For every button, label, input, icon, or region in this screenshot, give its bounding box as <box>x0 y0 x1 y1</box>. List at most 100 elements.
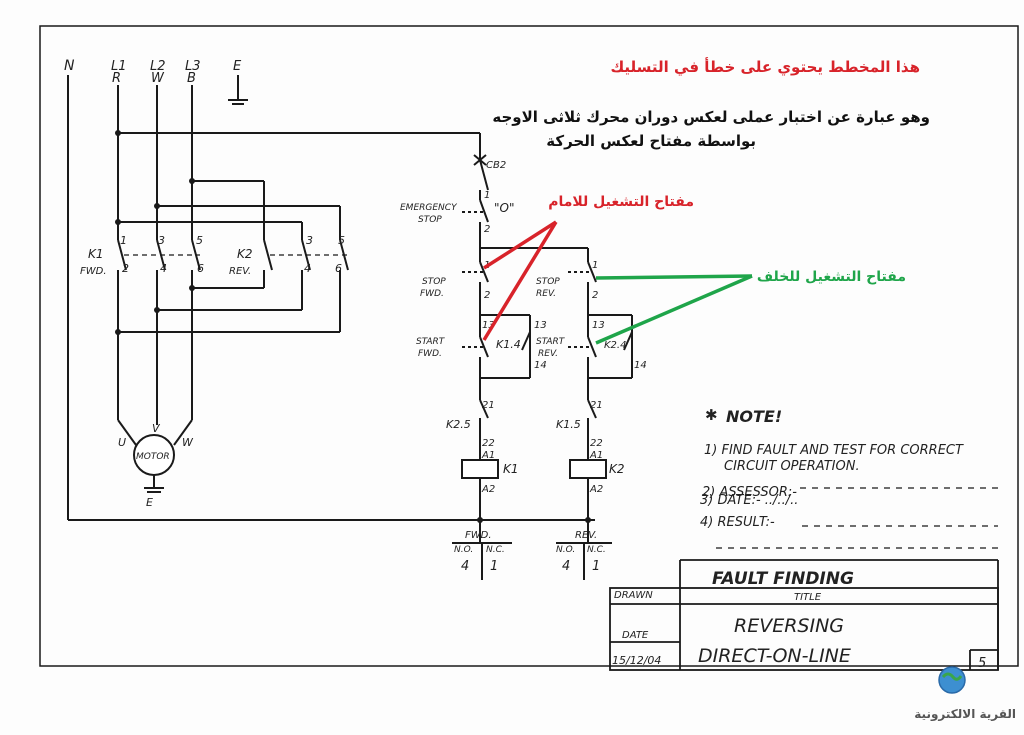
n-label: N <box>64 58 75 74</box>
date-value: 15/12/04 <box>612 654 661 667</box>
k2-5-label: K2.5 <box>446 418 471 431</box>
stop-rev-label-1: STOP <box>536 277 560 287</box>
stop-rev-term-2: 2 <box>592 290 598 301</box>
description-line-1: وهو عبارة عن اختبار عملى لعكس دوران محرك… <box>492 108 930 126</box>
warning-text: هذا المخطط يحتوي على خطأ في التسليك <box>610 57 920 77</box>
aux-rev-nc-header: N.C. <box>587 545 606 555</box>
coil-k1-a1: A1 <box>481 450 495 461</box>
note-item-1-line-2: CIRCUIT OPERATION. <box>724 459 860 474</box>
globe-logo-icon <box>938 666 966 694</box>
coil-k1 <box>461 459 499 479</box>
motor-v-label: V <box>152 422 161 435</box>
l2-label: L2 <box>150 59 166 74</box>
note-blank-lines <box>716 487 998 549</box>
k2-label: K2 <box>237 247 253 261</box>
k1-4-term-14: 14 <box>534 360 547 371</box>
date-label: DATE <box>622 630 649 641</box>
logo-text: القرية الالكترونية <box>914 707 1016 722</box>
l1-label: L1 <box>111 59 127 74</box>
emergency-stop-label-1: EMERGENCY <box>400 203 458 213</box>
coil-k1-a2: A2 <box>481 484 495 495</box>
k1-terminal-6: 6 <box>197 262 204 275</box>
forward-switch-label: مفتاح التشغيل للامام <box>548 194 694 210</box>
l1-sub-label: R <box>112 71 121 86</box>
stop-fwd-label-1: STOP <box>422 277 446 287</box>
k2-5-term-22: 22 <box>482 438 495 449</box>
estop-term-1: 1 <box>484 190 490 201</box>
k1-terminal-2: 2 <box>122 262 129 275</box>
k2-terminal-3: 3 <box>306 234 313 247</box>
note-title: NOTE! <box>726 407 782 426</box>
stop-rev-label-2: REV. <box>536 289 556 299</box>
k2-4-label: K2.4 <box>604 340 626 351</box>
k2-4-term-14: 14 <box>634 360 647 371</box>
stop-rev-term-1: 1 <box>592 260 598 271</box>
junction-dots <box>115 130 591 523</box>
aux-fwd-nc-header: N.C. <box>486 545 505 555</box>
motor-label: MOTOR <box>136 452 170 462</box>
l2-sub-label: W <box>151 71 165 86</box>
l3-label: L3 <box>185 59 201 74</box>
aux-fwd-label: FWD. <box>465 530 492 541</box>
control-circuit <box>452 154 633 580</box>
cb2-label: CB2 <box>486 160 506 171</box>
k1-5-term-21: 21 <box>590 400 603 411</box>
coil-k2-label: K2 <box>609 462 625 476</box>
l3-sub-label: B <box>187 71 196 86</box>
aux-fwd-no-value: 4 <box>461 559 469 574</box>
stop-fwd-term-2: 2 <box>484 290 490 301</box>
note-item-4: 4) RESULT:- <box>700 515 775 530</box>
earth-label: E <box>233 59 242 74</box>
start-rev-label-2: REV. <box>538 349 558 359</box>
aux-rev-no-value: 4 <box>562 559 570 574</box>
coil-k2-a2: A2 <box>589 484 603 495</box>
k1-label: K1 <box>88 247 104 261</box>
fault-finding-banner: FAULT FINDING <box>712 569 854 589</box>
motor-u-label: U <box>118 436 126 449</box>
motor-symbol <box>133 434 175 476</box>
motor-earth-label: E <box>146 496 153 509</box>
estop-term-2: 2 <box>484 224 490 235</box>
k1-fwd-label: FWD. <box>80 266 107 277</box>
emergency-o-label: "O" <box>494 201 514 215</box>
start-rev-term-13: 13 <box>592 320 605 331</box>
k1-terminal-3: 3 <box>158 234 165 247</box>
aux-rev-no-header: N.O. <box>556 545 575 555</box>
k1-terminal-1: 1 <box>120 234 127 247</box>
page-border <box>39 25 1019 667</box>
k1-terminal-5: 5 <box>196 234 203 247</box>
k1-4-label: K1.4 <box>496 338 521 351</box>
k1-5-label: K1.5 <box>556 418 581 431</box>
k1-4-term-13: 13 <box>534 320 547 331</box>
page-number: 5 <box>978 656 986 671</box>
coil-k2-a1: A1 <box>589 450 603 461</box>
aux-rev-nc-value: 1 <box>592 559 600 574</box>
k2-rev-label: REV. <box>229 266 251 277</box>
note-item-3: 3) DATE:- ../../.. <box>700 493 798 508</box>
drawn-label: DRAWN <box>614 590 653 601</box>
title-line-2: DIRECT-ON-LINE <box>698 645 851 667</box>
note-item-1-line-1: 1) FIND FAULT AND TEST FOR CORRECT <box>704 443 964 458</box>
description-line-2: بواسطة مفتاح لعكس الحركة <box>546 132 756 150</box>
start-rev-label-1: START <box>536 337 566 347</box>
reverse-switch-label: مفتاح التشغيل للخلف <box>757 269 906 285</box>
green-pointer-lines <box>595 274 753 345</box>
red-pointer-lines <box>482 220 558 341</box>
k2-terminal-6: 6 <box>335 262 342 275</box>
k1-5-term-22: 22 <box>590 438 603 449</box>
k1-terminal-4: 4 <box>160 262 167 275</box>
coil-k2 <box>569 459 607 479</box>
coil-k1-label: K1 <box>503 462 519 476</box>
stop-fwd-label-2: FWD. <box>420 289 444 299</box>
start-fwd-label-2: FWD. <box>418 349 442 359</box>
aux-rev-label: REV. <box>575 530 597 541</box>
aux-fwd-nc-value: 1 <box>490 559 498 574</box>
title-label: TITLE <box>794 592 822 603</box>
k2-terminal-5: 5 <box>338 234 345 247</box>
start-fwd-term-13: 13 <box>482 320 495 331</box>
k2-5-term-21: 21 <box>482 400 495 411</box>
note-item-2: 2) ASSESSOR:- <box>702 485 797 500</box>
k2-terminal-4: 4 <box>304 262 311 275</box>
